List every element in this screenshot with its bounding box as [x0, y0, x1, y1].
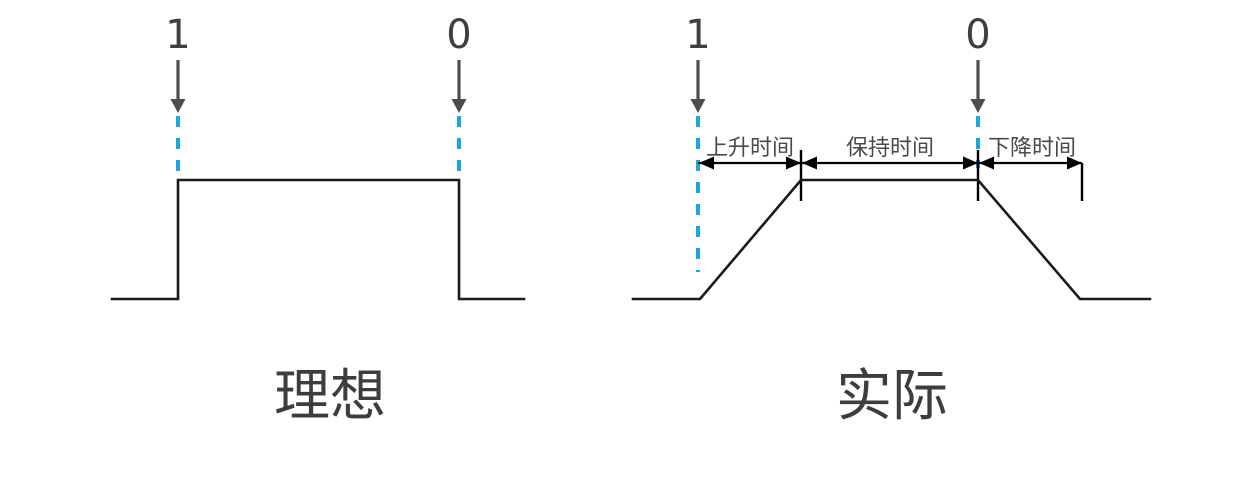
ideal-bit-label-1: 1	[165, 12, 190, 58]
ideal-bit-label-0: 0	[446, 12, 471, 58]
fall-time-label: 下降时间	[988, 136, 1076, 161]
actual-fall-trigger-arrow-icon	[970, 60, 986, 113]
ideal-waveform-path	[110, 178, 526, 301]
rise-time-label: 上升时间	[706, 136, 794, 161]
hold-time-dimension	[801, 156, 978, 170]
ideal-fall-trigger-arrow-icon	[451, 60, 467, 113]
actual-rise-trigger-arrow-icon	[690, 60, 706, 113]
panel-actual: 1 0	[631, 12, 1152, 301]
ideal-rise-trigger-arrow-icon	[170, 60, 186, 113]
caption-ideal: 理想	[274, 364, 386, 429]
actual-bit-label-0: 0	[965, 12, 990, 58]
caption-actual: 实际	[836, 364, 948, 429]
hold-time-label: 保持时间	[846, 136, 934, 161]
actual-waveform-path	[631, 178, 1152, 301]
rise-time-dimension	[698, 156, 801, 170]
actual-bit-label-1: 1	[685, 12, 710, 58]
fall-time-dimension	[978, 156, 1082, 170]
panel-ideal: 1 0	[110, 12, 526, 301]
